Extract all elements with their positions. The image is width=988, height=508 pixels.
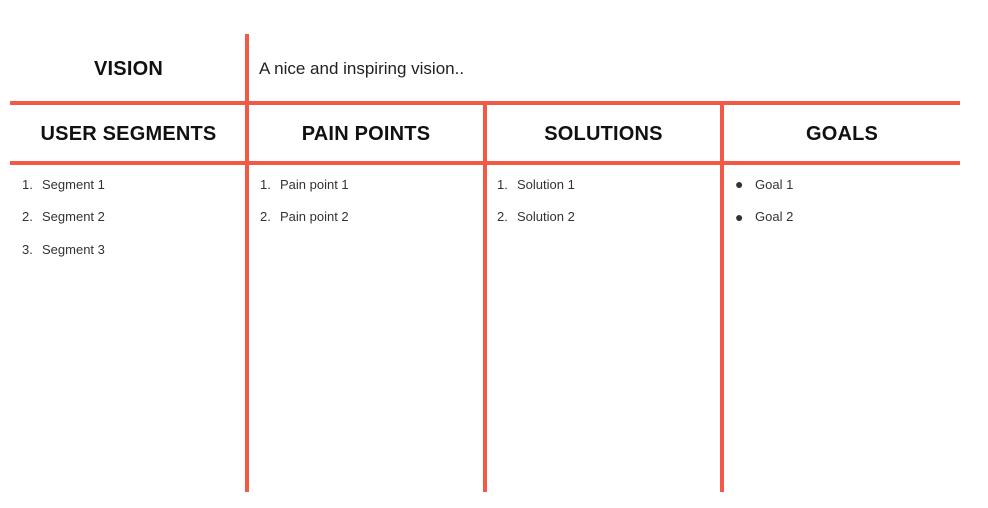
list-item[interactable]: ●Goal 2: [735, 208, 794, 225]
list-item[interactable]: 2.Segment 2: [22, 209, 105, 225]
header-goals: GOALS: [805, 122, 879, 145]
goals-list: ●Goal 1 ●Goal 2: [735, 168, 793, 233]
divider-header: [10, 161, 960, 165]
list-item[interactable]: 3.Segment 3: [22, 241, 105, 257]
divider-vision: [245, 34, 249, 492]
list-item[interactable]: ●Goal 1: [735, 176, 794, 193]
header-user-segments: USER SEGMENTS: [40, 122, 217, 145]
header-pain-points: PAIN POINTS: [301, 122, 431, 145]
divider-3: [720, 102, 724, 492]
header-solutions: SOLUTIONS: [544, 122, 663, 145]
list-item[interactable]: 1.Pain point 1: [260, 176, 349, 192]
list-item[interactable]: 2.Pain point 2: [260, 209, 349, 225]
divider-2: [483, 102, 487, 492]
list-item[interactable]: 2.Solution 2: [497, 209, 575, 225]
vision-text[interactable]: A nice and inspiring vision..: [259, 59, 465, 78]
user-segments-list: 1.Segment 1 2.Segment 2 3.Segment 3: [22, 168, 105, 266]
list-item[interactable]: 1.Segment 1: [22, 176, 105, 192]
list-item[interactable]: 1.Solution 1: [497, 176, 575, 192]
solutions-list: 1.Solution 1 2.Solution 2: [497, 168, 575, 233]
divider-top: [10, 101, 960, 105]
vision-label: VISION: [94, 57, 163, 80]
pain-points-list: 1.Pain point 1 2.Pain point 2: [260, 168, 349, 233]
